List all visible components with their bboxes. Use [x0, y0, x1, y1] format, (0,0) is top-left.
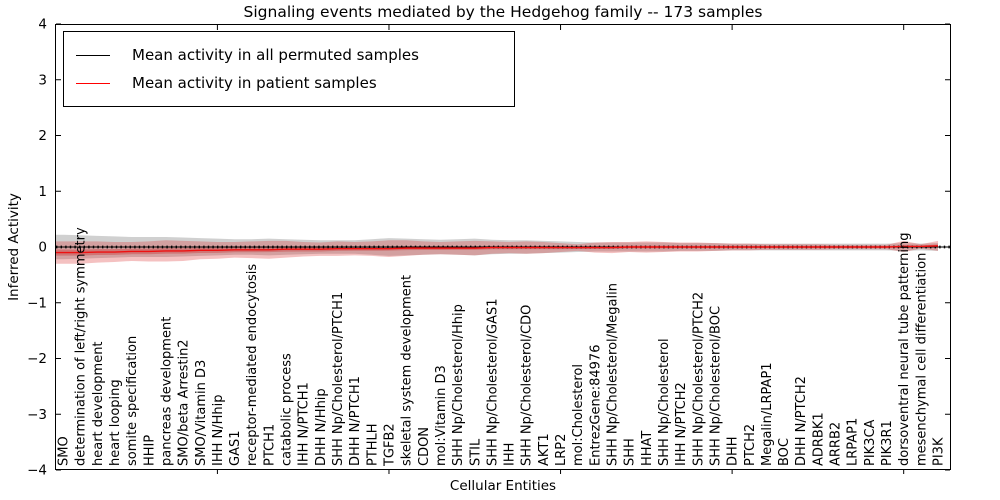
x-category-label: LRPAP1 [846, 418, 861, 466]
x-category-label: PTCH1 [262, 424, 277, 466]
x-category-label: PIK3R1 [880, 420, 895, 466]
x-category-label: AKT1 [537, 433, 552, 466]
x-category-label: IHH N/PTCH1 [297, 382, 312, 466]
x-category-label: GAS1 [228, 431, 243, 467]
legend: Mean activity in all permuted samples Me… [63, 31, 515, 107]
legend-entry-permuted: Mean activity in all permuted samples [76, 41, 504, 69]
x-category-label: pancreas development [159, 317, 174, 466]
x-category-label: SHH Np/Cholesterol/BOC [708, 306, 723, 466]
x-category-label: STIL [468, 438, 483, 466]
x-category-label: heart looping [108, 379, 123, 466]
x-category-label: mesenchymal cell differentiation [914, 253, 929, 466]
y-tick-label: −1 [27, 295, 47, 311]
x-category-label: Megalin/LRPAP1 [760, 362, 775, 466]
x-category-label: DHH [726, 436, 741, 466]
x-category-label: LRP2 [554, 434, 569, 466]
x-category-label: skeletal system development [400, 275, 415, 466]
x-category-label: SMO/Vitamin D3 [194, 360, 209, 466]
x-category-label: SMO [57, 436, 72, 466]
x-category-label: PTHLH [365, 423, 380, 466]
x-category-label: mol:Vitamin D3 [434, 365, 449, 466]
x-category-label: IHH N/PTCH2 [674, 382, 689, 466]
legend-entry-patient: Mean activity in patient samples [76, 69, 504, 97]
x-category-label: SHH Np/Cholesterol/GAS1 [485, 298, 500, 466]
x-axis-label: Cellular Entities [449, 478, 557, 494]
x-category-label: IHH N/Hhip [211, 395, 226, 467]
x-category-label: EntrezGene:84976 [588, 345, 603, 466]
x-category-label: SHH Np/Cholesterol/Megalin [606, 283, 621, 466]
y-tick-label: 3 [38, 72, 47, 88]
x-category-label: SHH [623, 438, 638, 466]
x-category-label: PIK3CA [863, 419, 878, 466]
x-category-label: DHH N/PTCH2 [794, 376, 809, 466]
x-category-label: PTCH2 [743, 424, 758, 466]
x-category-label: SMO/beta Arrestin2 [177, 339, 192, 466]
x-category-label: heart development [91, 341, 106, 466]
x-category-label: somite specification [125, 336, 140, 466]
x-category-label: mol:Cholesterol [571, 364, 586, 466]
x-category-label: HHAT [640, 431, 655, 466]
x-category-label: PI3K [932, 437, 947, 466]
x-category-label: ADRBK1 [811, 412, 826, 466]
legend-label: Mean activity in all permuted samples [132, 46, 419, 64]
x-category-label: DHH N/Hhip [314, 388, 329, 466]
x-category-label: TGFB2 [382, 423, 397, 467]
x-category-label: HHIP [142, 435, 157, 466]
y-tick-label: 1 [38, 184, 47, 200]
permuted-line-sample [76, 54, 110, 56]
plot-title: Signaling events mediated by the Hedgeho… [243, 3, 763, 21]
x-category-label: DHH N/PTCH1 [348, 376, 363, 466]
y-tick-label: 0 [38, 240, 47, 256]
x-category-label: IHH [503, 443, 518, 466]
x-category-label: SHH Np/Cholesterol/Hhip [451, 304, 466, 466]
x-category-label: SHH Np/Cholesterol/CDO [520, 305, 535, 466]
legend-label: Mean activity in patient samples [132, 74, 377, 92]
x-category-label: SHH Np/Cholesterol/PTCH2 [691, 292, 706, 466]
patient-line-sample [76, 82, 110, 84]
x-category-label: SHH Np/Cholesterol [657, 338, 672, 466]
y-tick-label: −4 [27, 463, 47, 479]
x-category-label: catabolic process [280, 353, 295, 466]
y-axis-label: Inferred Activity [6, 193, 22, 301]
y-tick-label: 2 [38, 128, 47, 144]
x-category-label: receptor-mediated endocytosis [245, 264, 260, 466]
y-tick-label: −3 [27, 407, 47, 423]
x-category-label: SHH Np/Cholesterol/PTCH1 [331, 292, 346, 466]
x-category-label: BOC [777, 438, 792, 466]
x-category-label: CDON [417, 427, 432, 466]
x-category-label: ARRB2 [829, 422, 844, 466]
patient-mean-line [56, 245, 939, 254]
y-tick-label: −2 [27, 351, 47, 367]
x-category-label: dorsoventral neural tube patterning [897, 233, 912, 466]
patient-band [56, 240, 938, 264]
x-category-label: determination of left/right symmetry [74, 227, 89, 466]
y-tick-label: 4 [38, 17, 47, 33]
